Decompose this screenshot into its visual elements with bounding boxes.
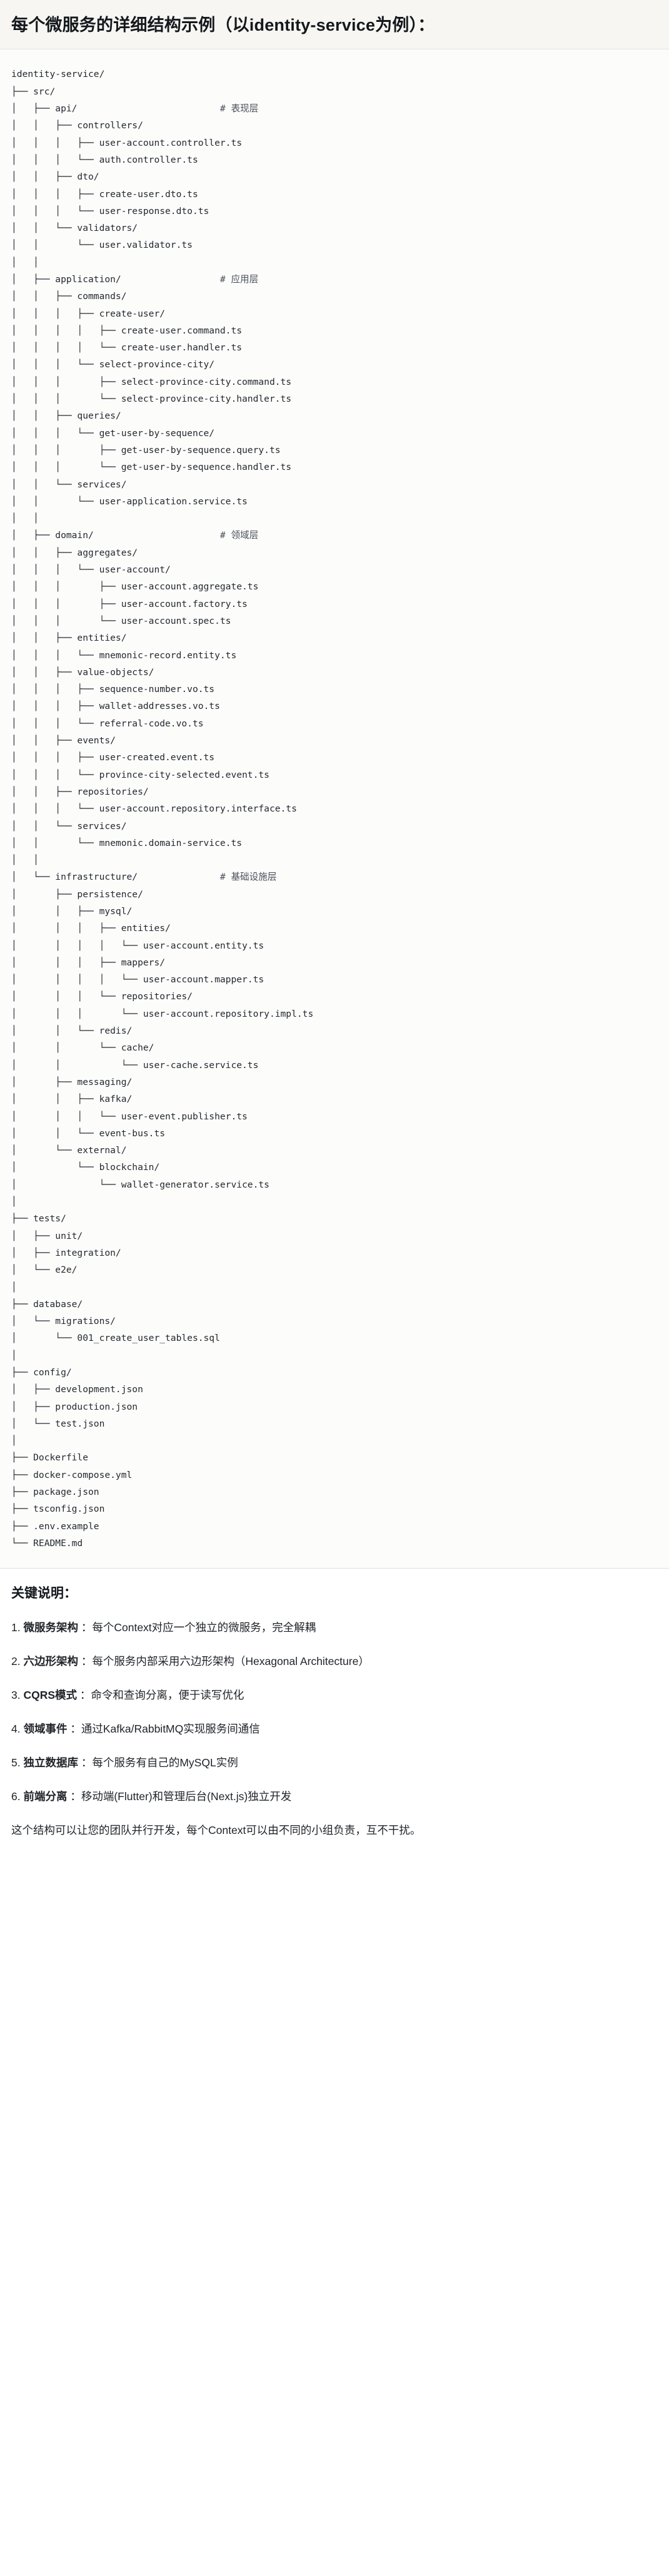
list-item: 5. 独立数据库 ：每个服务有自己的MySQL实例 [11,1754,658,1771]
item-term: 独立数据库 [23,1756,78,1769]
list-item: 2. 六边形架构 ：每个服务内部采用六边形架构（Hexagonal Archit… [11,1652,658,1670]
document-page: 每个微服务的详细结构示例（以identity-service为例）： ident… [0,0,669,1856]
item-term: CQRS模式 [23,1688,78,1701]
list-item: 6. 前端分离 ：移动端(Flutter)和管理后台(Next.js)独立开发 [11,1788,658,1805]
item-term: 前端分离 [23,1789,68,1803]
item-desc: ：每个服务有自己的MySQL实例 [81,1756,238,1769]
directory-tree: identity-service/ ├── src/ │ ├── api/ # … [11,69,314,1549]
item-term: 微服务架构 [23,1621,78,1634]
closing-paragraph: 这个结构可以让您的团队并行开发，每个Context可以由不同的小组负责，互不干扰… [11,1823,421,1836]
item-number: 2. [11,1654,21,1667]
item-desc: ：通过Kafka/RabbitMQ实现服务间通信 [70,1722,260,1735]
page-title: 每个微服务的详细结构示例（以identity-service为例）： [11,16,435,34]
key-points-section: 关键说明： 1. 微服务架构 ：每个Context对应一个独立的微服务，完全解耦… [0,1569,669,1856]
tree-layer-comment: # 基础设施层 [219,872,277,883]
tree-layer-comment: # 应用层 [219,274,259,285]
item-desc: ：每个Context对应一个独立的微服务，完全解耦 [81,1621,316,1634]
heading-block: 每个微服务的详细结构示例（以identity-service为例）： [0,0,669,50]
item-number: 5. [11,1756,21,1769]
tree-layer-comment: # 表现层 [219,103,259,115]
item-number: 1. [11,1621,21,1634]
key-points-title: 关键说明： [11,1586,77,1601]
item-desc: ：每个服务内部采用六边形架构（Hexagonal Architecture） [81,1654,370,1667]
item-term: 六边形架构 [23,1654,78,1667]
list-item: 1. 微服务架构 ：每个Context对应一个独立的微服务，完全解耦 [11,1619,658,1636]
item-number: 6. [11,1789,21,1803]
tree-layer-comment: # 领域层 [219,530,259,541]
item-number: 4. [11,1722,21,1735]
key-points-list: 1. 微服务架构 ：每个Context对应一个独立的微服务，完全解耦 2. 六边… [11,1619,658,1805]
directory-tree-block: identity-service/ ├── src/ │ ├── api/ # … [0,49,669,1569]
item-number: 3. [11,1688,21,1701]
item-desc: ：命令和查询分离，便于读写优化 [79,1688,244,1701]
item-term: 领域事件 [23,1722,68,1735]
item-desc: ：移动端(Flutter)和管理后台(Next.js)独立开发 [70,1789,292,1803]
list-item: 3. CQRS模式 ：命令和查询分离，便于读写优化 [11,1686,658,1704]
list-item: 4. 领域事件 ：通过Kafka/RabbitMQ实现服务间通信 [11,1720,658,1738]
